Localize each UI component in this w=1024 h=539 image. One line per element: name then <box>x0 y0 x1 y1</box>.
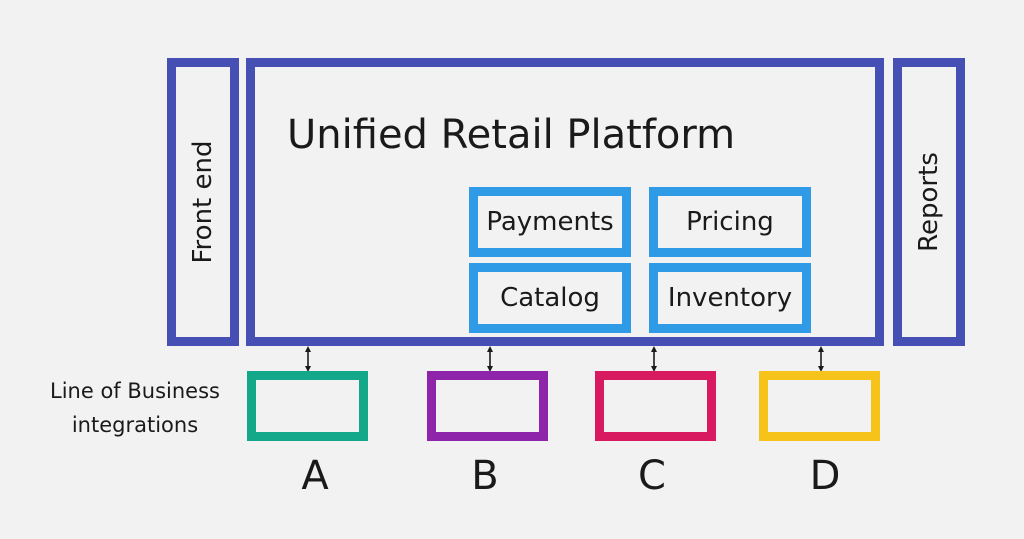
platform-title: Unified Retail Platform <box>287 112 736 158</box>
payments-module: Payments <box>469 187 631 257</box>
connector-c-arrow <box>651 346 657 372</box>
integration-b-letter: B <box>471 453 499 499</box>
reports-label: Reports <box>914 152 944 252</box>
inventory-label: Inventory <box>667 283 793 313</box>
front-end-label: Front end <box>188 140 218 264</box>
lob-integrations-label: Line of Business integrations <box>20 374 250 442</box>
inventory-module: Inventory <box>649 263 811 333</box>
unified-retail-platform: Unified Retail Platform <box>246 58 884 346</box>
lob-label-line2: integrations <box>71 413 199 437</box>
integration-b-box <box>427 371 548 441</box>
reports-panel: Reports <box>893 58 965 346</box>
connector-b-arrow <box>487 346 493 372</box>
catalog-label: Catalog <box>500 283 600 313</box>
integration-c-box <box>595 371 716 441</box>
pricing-module: Pricing <box>649 187 811 257</box>
integration-a-letter: A <box>301 453 329 499</box>
catalog-module: Catalog <box>469 263 631 333</box>
connector-d-arrow <box>818 346 824 372</box>
integration-a-box <box>247 371 368 441</box>
front-end-panel: Front end <box>167 58 239 346</box>
integration-d-letter: D <box>809 453 841 499</box>
connector-a-arrow <box>305 346 311 372</box>
integration-d-box <box>759 371 880 441</box>
lob-label-line1: Line of Business <box>50 379 220 403</box>
integration-c-letter: C <box>638 453 666 499</box>
payments-label: Payments <box>486 207 614 237</box>
pricing-label: Pricing <box>686 207 774 237</box>
